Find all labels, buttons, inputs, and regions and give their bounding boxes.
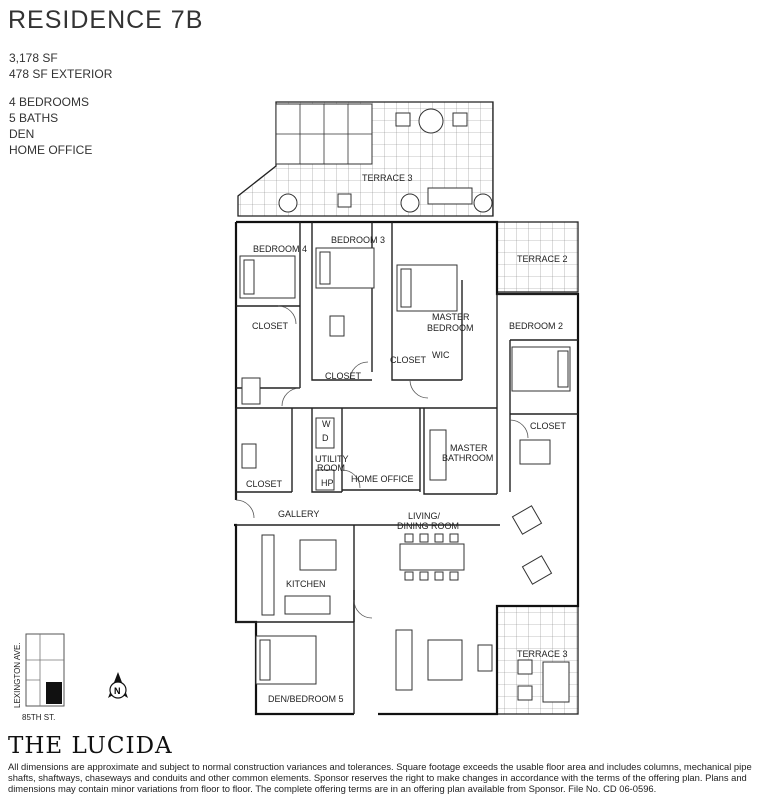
spec-office: HOME OFFICE <box>9 143 93 157</box>
label-home-office: HOME OFFICE <box>351 474 414 484</box>
label-bedroom-3: BEDROOM 3 <box>331 235 385 245</box>
furniture <box>239 247 571 691</box>
key-plan: LEXINGTON AVE. 85TH ST. <box>13 633 65 722</box>
spec-baths: 5 BATHS <box>9 111 59 125</box>
label-kitchen: KITCHEN <box>286 579 326 589</box>
label-wd-w: W <box>322 419 331 429</box>
label-terrace-2: TERRACE 2 <box>517 254 568 264</box>
spec-den: DEN <box>9 127 35 141</box>
interior-walls <box>235 222 578 714</box>
label-terrace-top: TERRACE 3 <box>362 173 413 183</box>
label-master-bath-2: BATHROOM <box>442 453 493 463</box>
label-closet-b2: CLOSET <box>530 421 567 431</box>
label-gallery: GALLERY <box>278 509 319 519</box>
label-closet-b3: CLOSET <box>325 371 362 381</box>
label-master-bedroom-1: MASTER <box>432 312 470 322</box>
label-bedroom-2: BEDROOM 2 <box>509 321 563 331</box>
door-swings <box>235 305 529 619</box>
brand-logo: THE LUCIDA <box>8 733 173 759</box>
label-hp: HP <box>321 478 334 488</box>
label-utility-2: ROOM <box>317 463 345 473</box>
residence-title: RESIDENCE 7B <box>8 6 204 34</box>
spec-exterior: 478 SF EXTERIOR <box>9 67 113 81</box>
label-wd-d: D <box>322 433 329 443</box>
terrace-top <box>237 101 494 217</box>
label-closet-lower: CLOSET <box>246 479 283 489</box>
label-den-bedroom-5: DEN/BEDROOM 5 <box>268 694 344 704</box>
north-arrow-icon: N <box>108 672 128 699</box>
spec-area: 3,178 SF <box>9 51 58 65</box>
label-closet-master: CLOSET <box>390 355 427 365</box>
terrace-2 <box>496 221 579 293</box>
label-terrace-bottom: TERRACE 3 <box>517 649 568 659</box>
street-cross: 85TH ST. <box>22 713 55 722</box>
north-label: N <box>114 686 121 696</box>
disclaimer: All dimensions are approximate and subje… <box>8 761 752 794</box>
residence-specs: 3,178 SF 478 SF EXTERIOR 4 BEDROOMS 5 BA… <box>9 50 112 158</box>
label-master-bedroom-2: BEDROOM <box>427 323 474 333</box>
label-master-bath-1: MASTER <box>450 443 488 453</box>
label-utility-1: UTILITY <box>315 454 349 464</box>
label-living-1: LIVING/ <box>408 511 441 521</box>
label-closet-b4: CLOSET <box>252 321 289 331</box>
terrace-bottom <box>496 605 579 715</box>
label-bedroom-4: BEDROOM 4 <box>253 244 307 254</box>
label-wic: WIC <box>432 350 450 360</box>
spec-bedrooms: 4 BEDROOMS <box>9 95 90 109</box>
street-avenue: LEXINGTON AVE. <box>13 642 22 708</box>
label-living-2: DINING ROOM <box>397 521 459 531</box>
